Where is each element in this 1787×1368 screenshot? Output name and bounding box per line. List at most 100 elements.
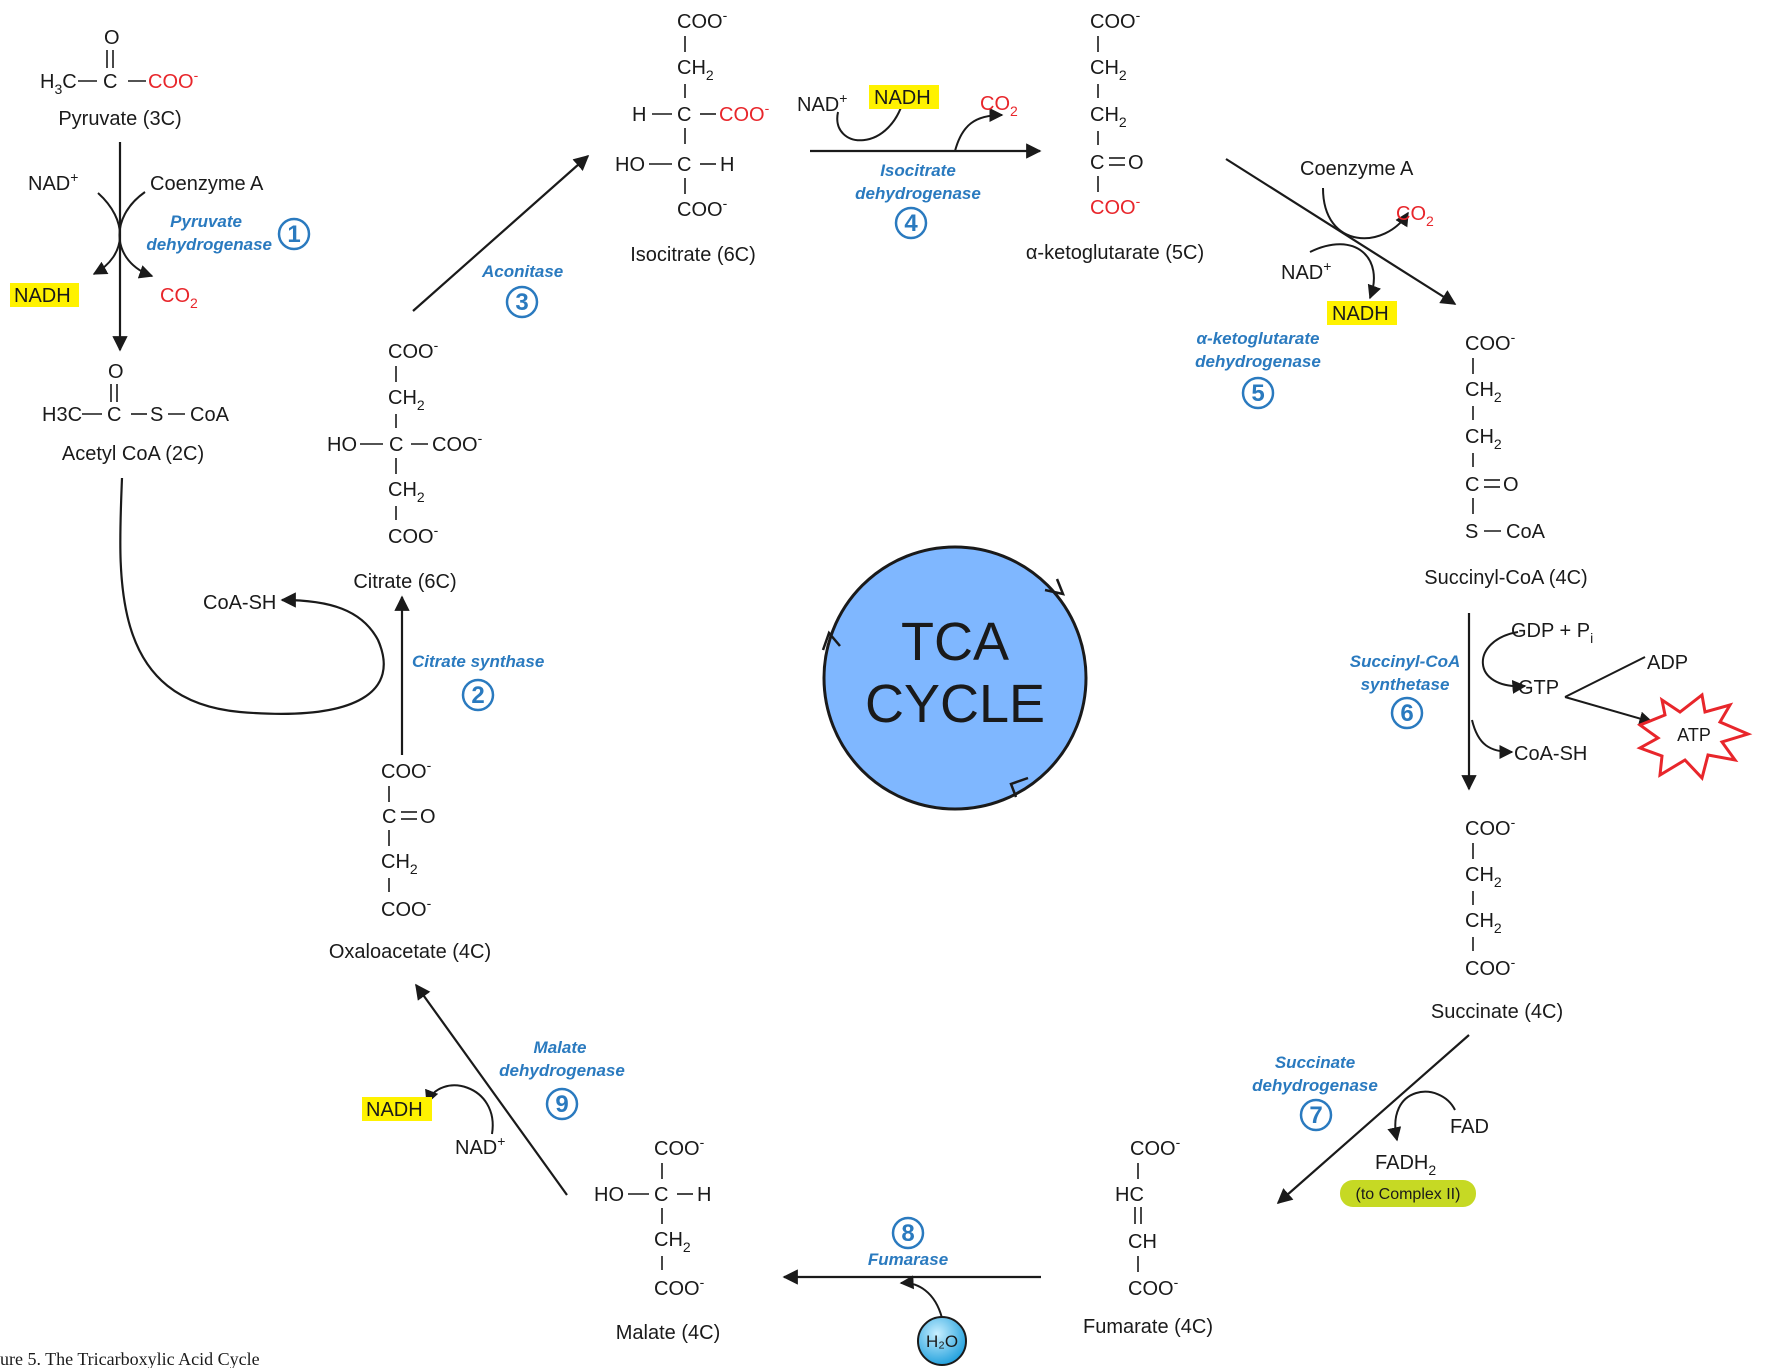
atom-o: O [108, 361, 124, 383]
molecule-name-oxaloacetate: Oxaloacetate (4C) [329, 941, 491, 963]
methylene: CH2 [654, 1229, 691, 1255]
atom-coa: CoA [1506, 521, 1546, 543]
enzyme-name-7a: Succinate [1275, 1053, 1355, 1072]
carboxylate: COO- [1465, 329, 1516, 355]
methylene: CH2 [388, 387, 425, 413]
enzyme-name-5a: α-ketoglutarate [1197, 329, 1320, 348]
arrow-coa-in-5 [1322, 187, 1409, 240]
step-number-9: 9 [555, 1091, 568, 1118]
tca-circle [822, 545, 1088, 811]
arrow-coa-in-1 [118, 191, 154, 279]
nad-label: NAD+ [455, 1133, 505, 1159]
acetylcoa-structure: O H3C C S CoA Acetyl CoA (2C) [42, 361, 230, 465]
molecule-name-malate: Malate (4C) [616, 1322, 720, 1344]
step-number-badge [891, 1216, 925, 1250]
enzyme-name-1b: dehydrogenase [146, 235, 272, 254]
atom-c: C [654, 1184, 668, 1206]
carboxylate: COO- [1090, 7, 1141, 33]
methylene: CH2 [1090, 57, 1127, 83]
enzyme-name-9b: dehydrogenase [499, 1061, 625, 1080]
arrow-nad-to-nadh-9 [425, 1084, 494, 1135]
main-arrows [112, 142, 1477, 1285]
carboxylate: COO- [388, 337, 439, 363]
cycle-arrowhead-icon [1044, 578, 1066, 596]
enzyme-name-6a: Succinyl-CoA [1350, 652, 1461, 671]
cycle-arrowhead-icon [821, 630, 841, 651]
arrow-nad-in-1 [92, 192, 121, 275]
nadh-label: NADH [1332, 303, 1389, 325]
step-number-1: 1 [287, 221, 300, 248]
step-number-badge [545, 1087, 579, 1121]
fad-label: FAD [1450, 1116, 1489, 1138]
atom-c: C [382, 806, 396, 828]
coash-label-6: CoA-SH [1514, 743, 1587, 765]
atom-c: C [107, 404, 121, 426]
enzyme-name-3: Aconitase [481, 262, 563, 281]
enzyme-name-7b: dehydrogenase [1252, 1076, 1378, 1095]
side-arrows [92, 92, 1654, 1319]
step-number-8: 8 [901, 1220, 914, 1247]
gdp-label: GDP + Pi [1511, 620, 1593, 646]
carboxylate: COO- [148, 67, 199, 93]
methylene: CH2 [388, 479, 425, 505]
carboxylate: COO- [1128, 1274, 1179, 1300]
fumarate-structure: COO- HC CH COO- Fumarate (4C) [1083, 1134, 1213, 1338]
atom-c: C [103, 71, 117, 93]
carboxylate: COO- [1130, 1134, 1181, 1160]
arrow-fad-to-fadh2-7 [1387, 1090, 1456, 1142]
akg-structure: COO- CH2 CH2 C O COO- α-ketoglutarate (5… [1026, 7, 1204, 264]
tca-cycle-center: TCA CYCLE [821, 545, 1088, 811]
arrow-co2-out-4 [954, 108, 1004, 152]
atom-ho: HO [594, 1184, 624, 1206]
atp-label: ATP [1677, 725, 1711, 745]
methylene: CH2 [677, 57, 714, 83]
arrow-water-in-8 [899, 1275, 943, 1319]
water-molecule-icon [917, 1316, 967, 1366]
atom-c: C [677, 154, 691, 176]
nad-label: NAD+ [1281, 258, 1331, 284]
malate-structure: COO- HO C H CH2 COO- Malate (4C) [594, 1134, 720, 1344]
step-number-5: 5 [1251, 380, 1264, 407]
step-number-7: 7 [1309, 1102, 1322, 1129]
arrow-nad-to-nadh-5 [1309, 243, 1381, 300]
succinate-structure: COO- CH2 CH2 COO- Succinate (4C) [1431, 814, 1563, 1023]
step-number-2: 2 [471, 682, 484, 709]
atp-burst-icon [1636, 692, 1753, 781]
coash-label-2: CoA-SH [203, 592, 276, 614]
step-4-group: NAD+ NADH CO2 Isocitrate dehydrogenase 4 [797, 85, 1018, 240]
step-number-badge [505, 285, 539, 319]
methylene: CH2 [1465, 864, 1502, 890]
step-number-badge [1299, 1098, 1333, 1132]
atom-hc: HC [1115, 1184, 1144, 1206]
step-number-3: 3 [515, 289, 528, 316]
coenzyme-a-label: Coenzyme A [150, 173, 264, 195]
arrow-succinate-to-fumarate [1276, 1034, 1470, 1205]
step-7-group: Succinate dehydrogenase 7 FAD FADH2 (to … [1252, 1053, 1489, 1207]
complex-ii-badge [1340, 1180, 1476, 1207]
fadh2-label: FADH2 [1375, 1152, 1436, 1178]
arrow-acetylcoa-loop [119, 477, 385, 715]
co2-label: CO2 [1396, 203, 1434, 229]
step-number-6: 6 [1400, 700, 1413, 727]
cycle-arrowhead-icon [1009, 776, 1029, 798]
water-label: H₂O [926, 1332, 958, 1351]
arrow-gtp-to-atp [1564, 696, 1654, 726]
enzyme-name-1a: Pyruvate [170, 212, 242, 231]
enzyme-name-4a: Isocitrate [880, 161, 956, 180]
atom-ho: HO [615, 154, 645, 176]
nadh-highlight [1327, 301, 1397, 325]
atom-c: C [389, 434, 403, 456]
molecule-name-pyruvate: Pyruvate (3C) [58, 108, 181, 130]
enzyme-name-6b: synthetase [1361, 675, 1450, 694]
step-5-group: Coenzyme A CO2 NAD+ NADH α-ketoglutarate… [1195, 158, 1434, 410]
co2-label: CO2 [980, 93, 1018, 119]
enzyme-name-5b: dehydrogenase [1195, 352, 1321, 371]
molecule-name-succinylcoa: Succinyl-CoA (4C) [1424, 567, 1587, 589]
arrow-gtp-to-adp [1564, 656, 1646, 698]
atom-h: H [632, 104, 646, 126]
center-title-line2: CYCLE [865, 674, 1045, 734]
step-3-group: Aconitase 3 [481, 262, 563, 319]
nadh-label: NADH [366, 1099, 423, 1121]
nadh-label: NADH [14, 285, 71, 307]
nadh-highlight [869, 85, 939, 109]
